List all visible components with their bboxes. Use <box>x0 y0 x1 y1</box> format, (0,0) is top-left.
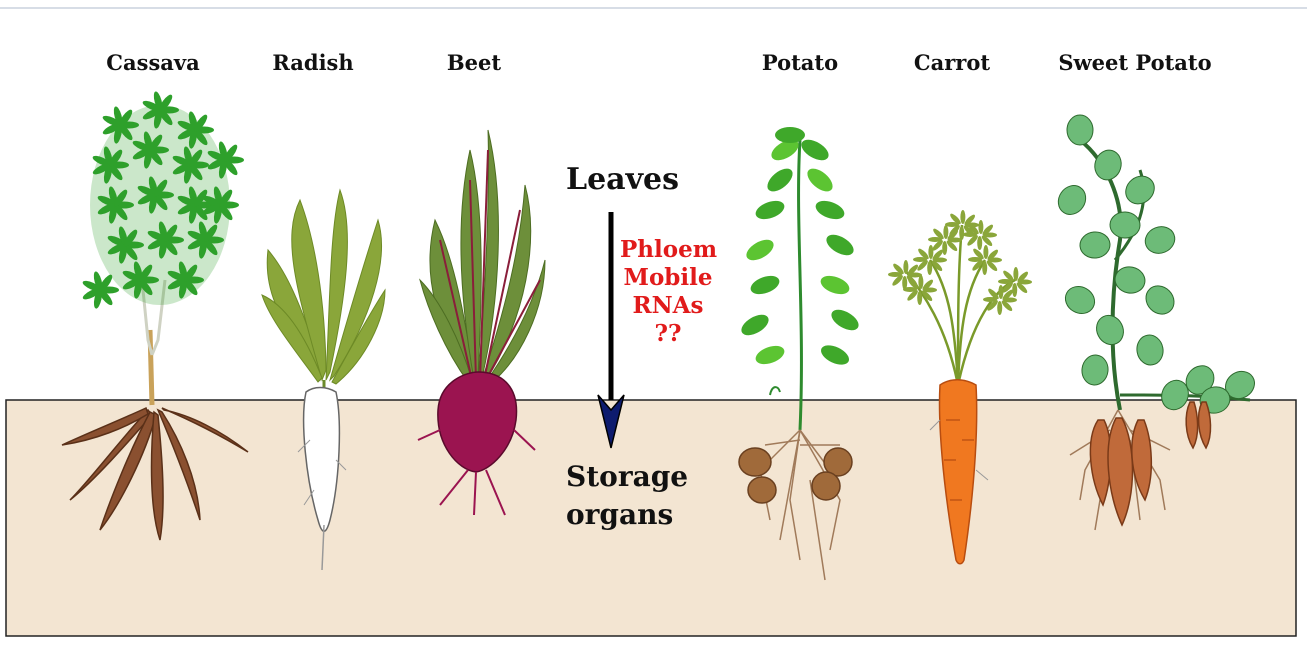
leaf-shape <box>1013 267 1018 281</box>
leaf-shape <box>983 245 988 259</box>
leaf-shape <box>1110 211 1141 238</box>
leaf-shape <box>748 272 782 297</box>
leaf-shape <box>943 225 948 239</box>
transport-line-3: RNAs <box>620 292 716 320</box>
leaf-shape <box>753 342 787 367</box>
transport-line-1: Phloem <box>620 236 716 264</box>
leaf-shape <box>928 245 933 259</box>
leaf-shape <box>1140 280 1180 320</box>
leaf-shape <box>917 291 922 305</box>
storage-organs-label: Storage organs <box>566 458 688 534</box>
leaf-shape <box>743 236 777 265</box>
leaf-shape <box>982 261 987 275</box>
leaf-shape <box>798 136 832 165</box>
plant-label-potato: Potato <box>762 50 838 75</box>
leaf-shape <box>960 210 965 224</box>
leaf-shape <box>1135 333 1166 367</box>
leaf-shape <box>803 164 836 196</box>
radish-leaves <box>262 190 385 384</box>
leaf-shape <box>1091 147 1125 183</box>
leaf-shape <box>823 231 857 260</box>
sweet-potato-leaves <box>1053 115 1260 416</box>
leaf-shape <box>942 241 947 255</box>
leaf-shape <box>978 220 983 234</box>
leaf-shape <box>753 197 787 222</box>
leaf-shape <box>1067 115 1093 145</box>
leaf-shape <box>1061 281 1100 318</box>
leaf-shape <box>1092 311 1129 350</box>
plant-label-beet: Beet <box>447 50 501 75</box>
leaf-shape <box>918 275 923 289</box>
plant-label-carrot: Carrot <box>914 50 990 75</box>
leaf-shape <box>1120 170 1160 209</box>
leaf-shape <box>813 197 847 222</box>
leaf-shape <box>1053 180 1091 219</box>
leaf-shape <box>1012 283 1017 297</box>
storage-line-2: organs <box>566 496 688 534</box>
leaf-shape <box>818 341 852 368</box>
transport-line-2: Mobile <box>620 264 716 292</box>
leaf-shape <box>1141 222 1179 257</box>
leaf-shape <box>903 260 908 274</box>
leaf-shape <box>977 236 982 250</box>
transport-line-4: ?? <box>620 320 716 348</box>
phloem-mobile-rnas-label: Phloem Mobile RNAs ?? <box>620 236 716 348</box>
leaf-shape <box>998 285 1003 299</box>
leaf-shape <box>818 272 852 297</box>
beet-leaves <box>420 130 545 384</box>
leaf-shape <box>828 306 862 335</box>
leaf-shape <box>959 226 964 240</box>
plant-label-cassava: Cassava <box>106 50 199 75</box>
leaf-shape <box>1079 231 1111 260</box>
leaf-shape <box>927 261 932 275</box>
plant-label-radish: Radish <box>272 50 353 75</box>
leaf-shape <box>1080 354 1109 387</box>
storage-line-1: Storage <box>566 458 688 496</box>
plant-label-sweet-potato: Sweet Potato <box>1058 50 1211 75</box>
leaves-label: Leaves <box>566 162 679 197</box>
leaf-shape <box>997 301 1002 315</box>
leaf-shape <box>738 311 772 340</box>
leaf-shape <box>775 127 805 143</box>
leaf-shape <box>763 164 796 196</box>
